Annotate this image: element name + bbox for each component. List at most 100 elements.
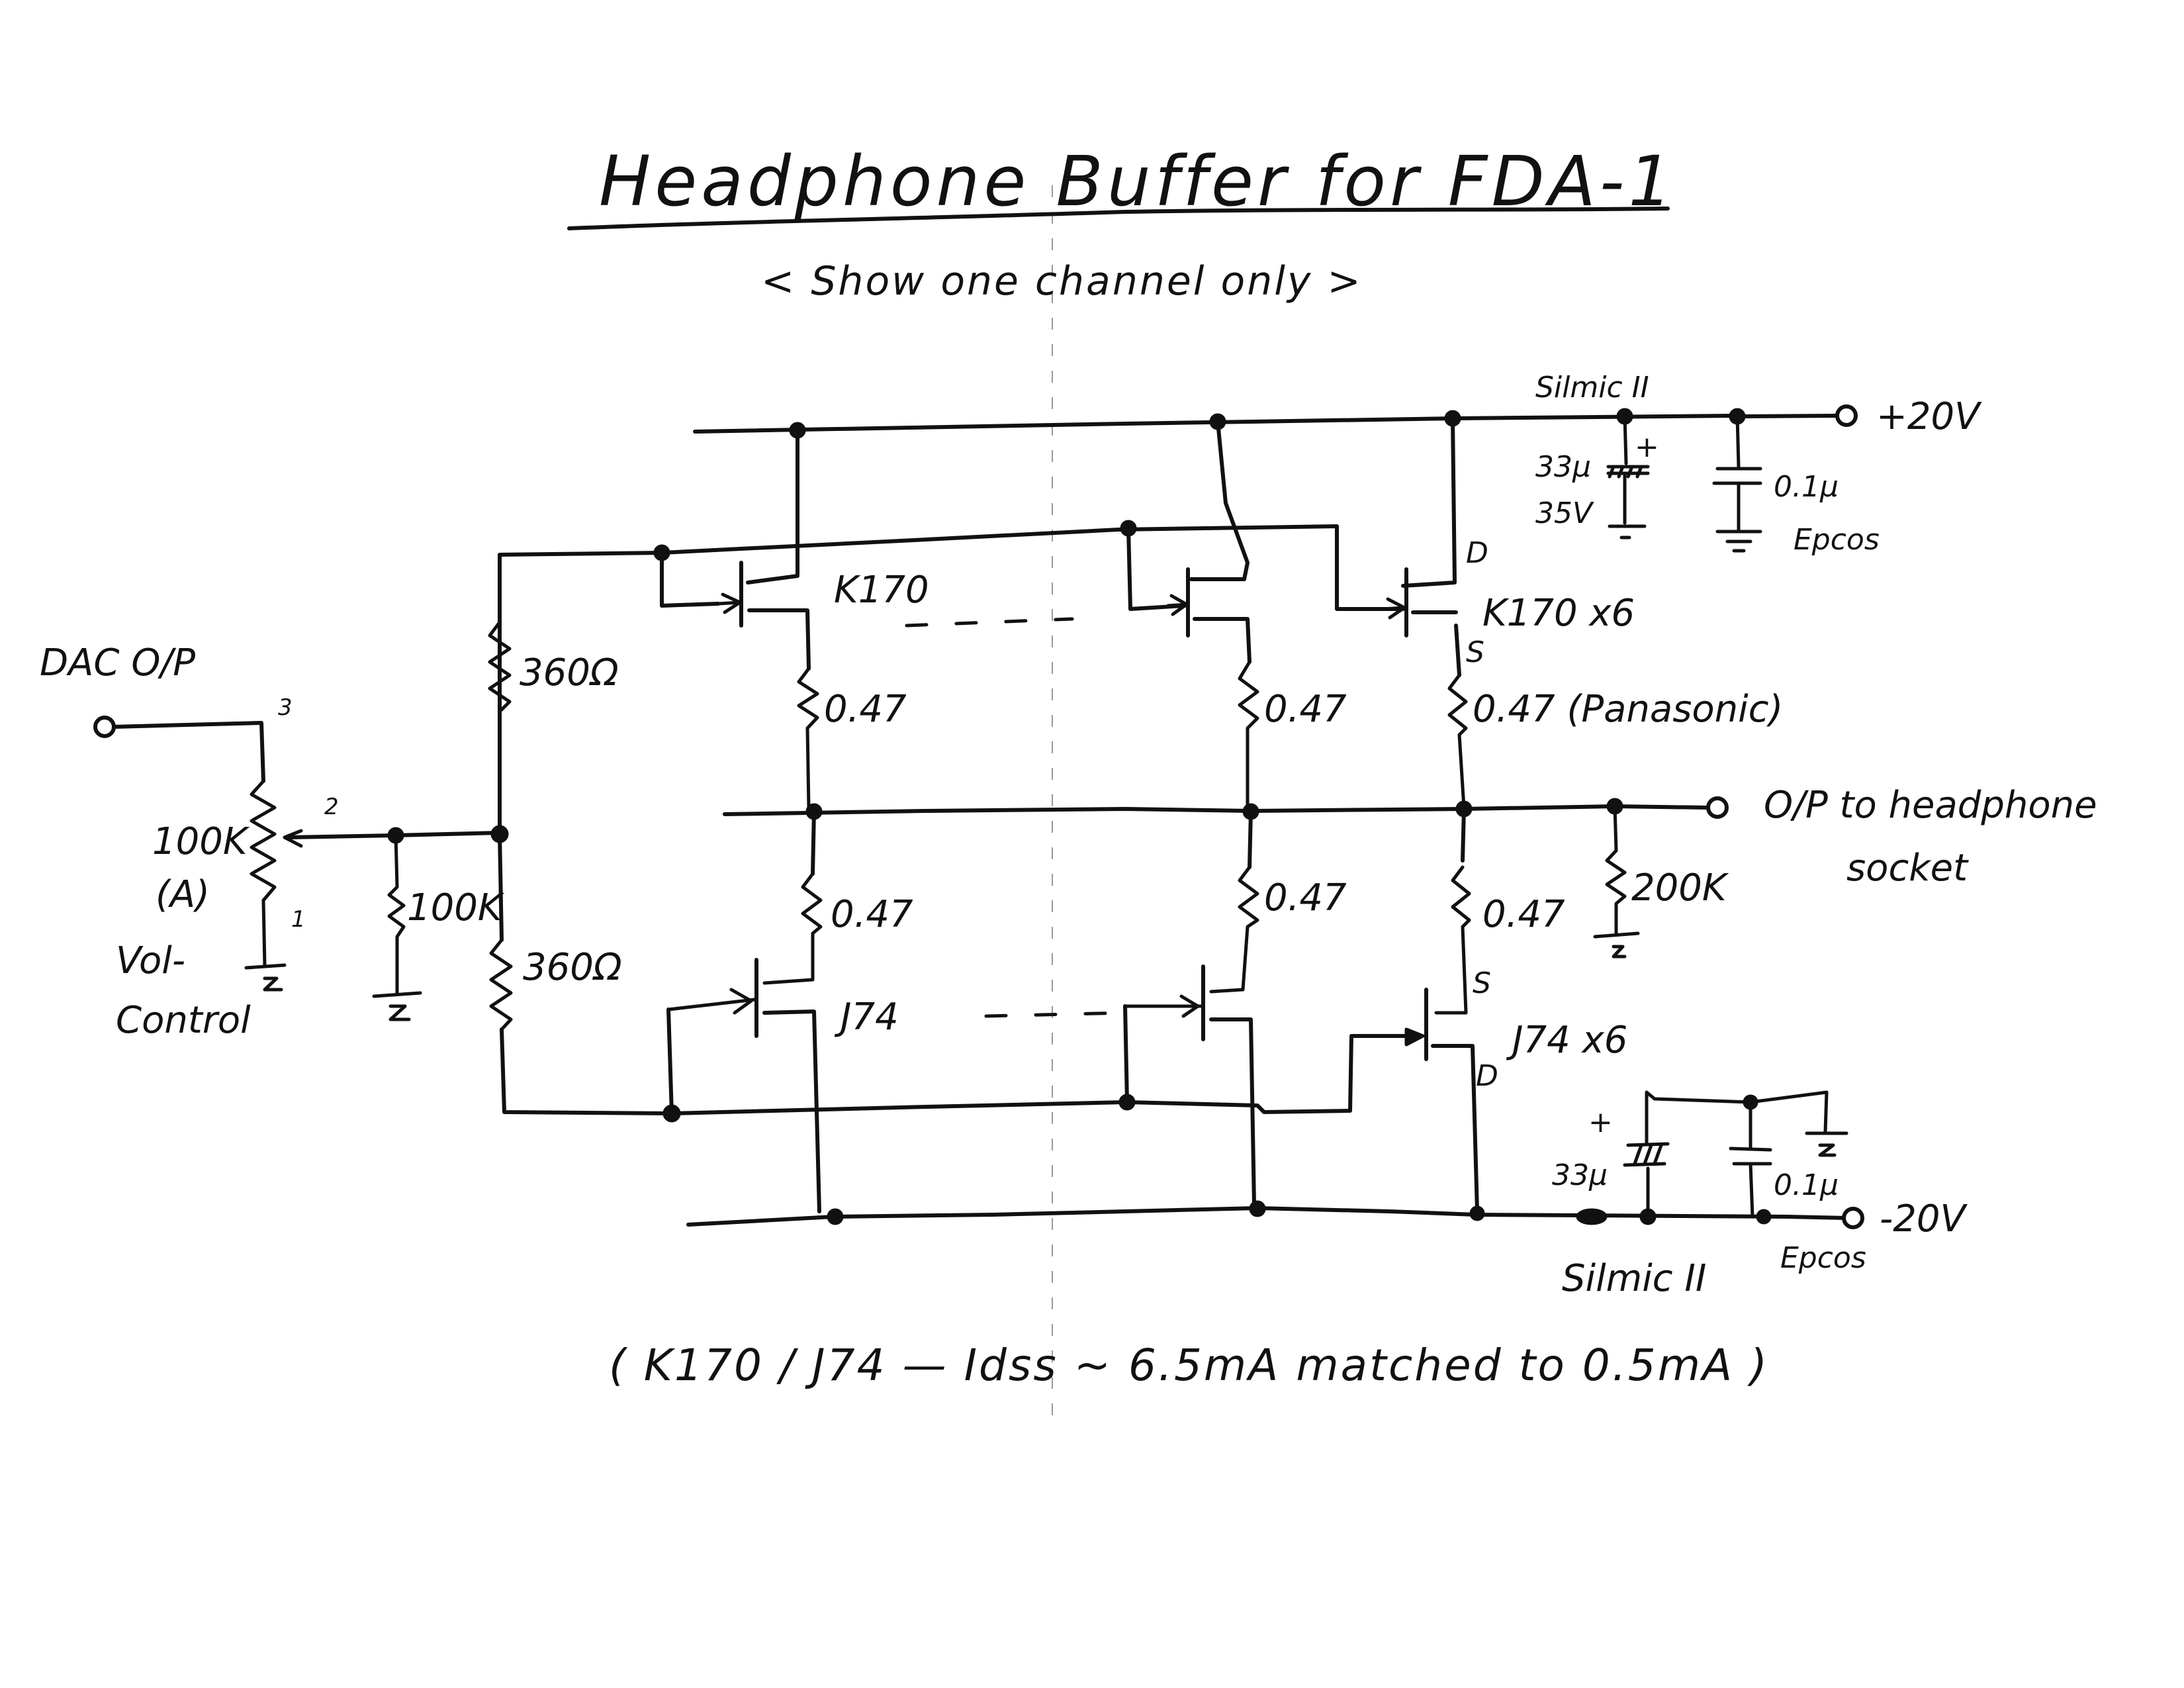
positive-electrolytic-brand: Silmic II [1535, 371, 1649, 404]
drain-lead [746, 428, 799, 585]
output-rail: O/P to headphone socket 200K [723, 784, 2097, 959]
source-wire [1248, 810, 1253, 869]
source-wire [811, 810, 816, 876]
drain-lead [1209, 1017, 1256, 1207]
upper-gate-wire [498, 524, 1405, 836]
source-resistor [1447, 673, 1468, 810]
junction-dot [1469, 1205, 1485, 1221]
film-capacitor-plate [1729, 1147, 1772, 1152]
junction-dot [1249, 1200, 1266, 1217]
gate-arrow [1381, 597, 1406, 620]
lower-fet-continuation-dashes [984, 1011, 1127, 1018]
upper-fet-array-label: K170 x6 [1482, 592, 1635, 635]
output-label-line1: O/P to headphone [1764, 784, 2097, 827]
lower-source-resistor-2-value: 0.47 [1264, 876, 1347, 919]
gate-arrow [1166, 594, 1189, 616]
source-resistor [762, 872, 823, 985]
output-wire [723, 804, 1709, 816]
source-lead [1454, 624, 1461, 677]
cap-lead [1623, 414, 1628, 465]
title-underline [567, 207, 1670, 230]
source-resistor [1434, 865, 1471, 1015]
lower-source-resistor-1-value: 0.47 [831, 893, 913, 936]
cap-lead [1749, 1162, 1754, 1219]
output-load-resistor [1605, 804, 1627, 935]
ground-symbol [1593, 931, 1640, 939]
electrolytic-hatch [1608, 465, 1643, 479]
pot-pin-2: 2 [324, 794, 339, 820]
ground-symbol [1612, 945, 1627, 959]
junction-dot [662, 1104, 681, 1123]
gate-arrow [1123, 994, 1203, 1018]
footnote: ( K170 / J74 — Idss ~ 6.5mA matched to 0… [609, 1340, 1769, 1391]
source-lead [747, 608, 811, 671]
pot-pin-1: 1 [291, 906, 306, 933]
positive-supply-terminal [1835, 404, 1858, 427]
ground-symbol [388, 1004, 411, 1021]
upper-source-pin: S [1466, 635, 1484, 669]
lower-bias-resistor: 360Ω [489, 832, 1127, 1115]
lower-bias-resistor-value: 360Ω [523, 946, 622, 989]
ground-tie-wire [1645, 1090, 1829, 1146]
output-load-resistor-value: 200K [1631, 867, 1729, 910]
lower-fet-array: 0.47 S D J74 x6 [1125, 807, 1627, 1213]
negative-electrolytic-polarity: + [1588, 1105, 1613, 1139]
negative-film-value: 0.1μ [1774, 1168, 1839, 1202]
positive-electrolytic-rating: 35V [1535, 496, 1594, 530]
shunt-resistor [387, 833, 406, 995]
wiper-arrow [283, 829, 303, 848]
negative-electrolytic-brand: Silmic II [1562, 1257, 1706, 1300]
shunt-resistor-value: 100K [407, 886, 505, 929]
source-wire [1461, 807, 1466, 863]
negative-supply-terminal [1842, 1207, 1864, 1229]
source-resistor [1209, 865, 1259, 994]
ground-symbol [244, 963, 287, 970]
negative-voltage-label: -20V [1880, 1197, 1968, 1241]
upper-bias-resistor: 360Ω [488, 620, 619, 714]
input-terminal [93, 716, 116, 738]
gate-arrow [666, 988, 756, 1015]
title-block: Headphone Buffer for FDA-1 < Show one ch… [567, 141, 1672, 305]
upper-fet-continuation-dashes [905, 617, 1074, 628]
upper-source-resistor-2-value: 0.47 [1264, 688, 1347, 731]
gate-arrow [716, 592, 742, 614]
volume-control-label-line2: Control [116, 999, 251, 1042]
volume-pot-value: 100K [152, 820, 250, 863]
positive-film-value: 0.1μ [1774, 470, 1839, 504]
ground-symbol [1818, 1143, 1837, 1157]
gate-lead [1126, 526, 1187, 611]
lower-source-pin: S [1473, 966, 1491, 1000]
upper-source-resistor-1-value: 0.47 [824, 688, 907, 731]
gate-arrow [1404, 1027, 1425, 1047]
input-source-label: DAC O/P [40, 641, 195, 684]
upper-gate-bias-net [498, 520, 1405, 836]
source-resistor [797, 667, 819, 810]
electrolytic-polarity: + [1635, 430, 1659, 464]
positive-rail-wire [693, 414, 1736, 434]
negative-rail-wire [686, 1206, 1848, 1227]
junction-dot [1576, 1208, 1608, 1225]
gate-lead [666, 1008, 674, 1115]
drain-lead [1401, 416, 1457, 588]
ground-symbol [372, 991, 422, 998]
positive-film-brand: Epcos [1794, 523, 1880, 557]
upper-fet-array: D S K170 x6 0.47 (Panasonic) [1381, 416, 1783, 810]
input-wire [112, 721, 265, 783]
lower-fet-2: 0.47 [1118, 810, 1347, 1207]
lower-fet-1: 0.47 J74 [662, 810, 913, 1213]
source-lead [1193, 617, 1251, 664]
page-subtitle: < Show one channel only > [761, 258, 1363, 305]
output-label-line2: socket [1846, 847, 1969, 890]
lower-drain-pin: D [1476, 1059, 1498, 1093]
drain-lead [762, 1009, 821, 1213]
bias-wire [498, 832, 504, 942]
volume-control-label-line1: Vol- [116, 939, 185, 982]
negative-rail: -20V Silmic II + 33μ 0.1μ Epcos [686, 1090, 1968, 1300]
lower-fet-1-label: J74 [834, 996, 899, 1039]
upper-fet-1: K170 0.47 [716, 428, 929, 810]
ground-symbol [1715, 530, 1762, 553]
ground-symbol [263, 976, 283, 992]
junction-dot [1756, 1209, 1772, 1225]
gate-lead [660, 551, 720, 608]
